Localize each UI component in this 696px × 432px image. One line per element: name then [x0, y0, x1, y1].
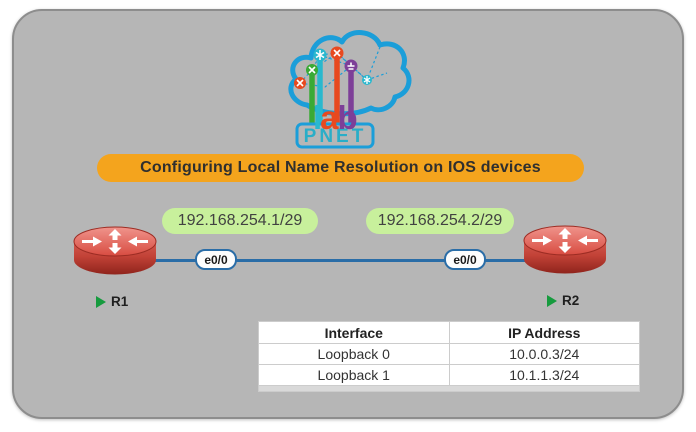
- device-name-r1: R1: [111, 294, 129, 309]
- title-banner: Configuring Local Name Resolution on IOS…: [97, 154, 584, 182]
- title-banner-label: Configuring Local Name Resolution on IOS…: [140, 159, 541, 176]
- cloud-icon: [288, 30, 412, 117]
- interface-label-r1-e0-0: e0/0: [195, 249, 237, 270]
- running-status-icon: [547, 294, 557, 307]
- network-node-icons: [294, 46, 372, 89]
- logo-tentacles: [309, 50, 354, 128]
- ip-label-r1: 192.168.254.1/29: [162, 208, 318, 234]
- table-header-row: Interface IP Address: [259, 322, 639, 344]
- device-label-r2: R2: [547, 293, 579, 308]
- table-cell-interface: Loopback 0: [259, 344, 450, 364]
- table-footer-strip: [259, 386, 639, 391]
- router-arrows-glyph: [82, 229, 148, 254]
- table-cell-ip: 10.1.1.3/24: [509, 367, 580, 383]
- table-row: Loopback 1 10.1.1.3/24: [259, 365, 639, 386]
- ip-label-r2-text: 192.168.254.2/29: [377, 212, 503, 229]
- table-header-ip-address: IP Address: [508, 324, 581, 341]
- lab-letters: lab: [313, 99, 358, 136]
- pnet-wordmark-box: [295, 122, 375, 149]
- running-status-icon: [96, 295, 106, 308]
- pnet-wordmark: PNET: [304, 126, 367, 147]
- ip-label-r1-text: 192.168.254.1/29: [177, 212, 303, 229]
- router-arrows-glyph: [532, 228, 598, 253]
- interface-label-text: e0/0: [453, 252, 477, 267]
- device-name-r2: R2: [562, 293, 580, 308]
- loopback-table: Interface IP Address Loopback 0 10.0.0.3…: [258, 321, 640, 392]
- device-label-r1: R1: [96, 294, 128, 309]
- interface-label-r2-e0-0: e0/0: [444, 249, 486, 270]
- table-row: Loopback 0 10.0.0.3/24: [259, 344, 639, 365]
- table-cell-ip: 10.0.0.3/24: [509, 346, 580, 362]
- router-r2-icon[interactable]: [521, 224, 609, 276]
- ip-label-r2: 192.168.254.2/29: [366, 208, 514, 234]
- pnetlab-logo: PNET lab: [288, 30, 412, 149]
- table-cell-interface: Loopback 1: [259, 365, 450, 385]
- table-header-interface: Interface: [259, 322, 450, 343]
- router-r1-icon[interactable]: [71, 225, 159, 277]
- interface-label-text: e0/0: [204, 252, 228, 267]
- link-r1-r2: [155, 259, 525, 262]
